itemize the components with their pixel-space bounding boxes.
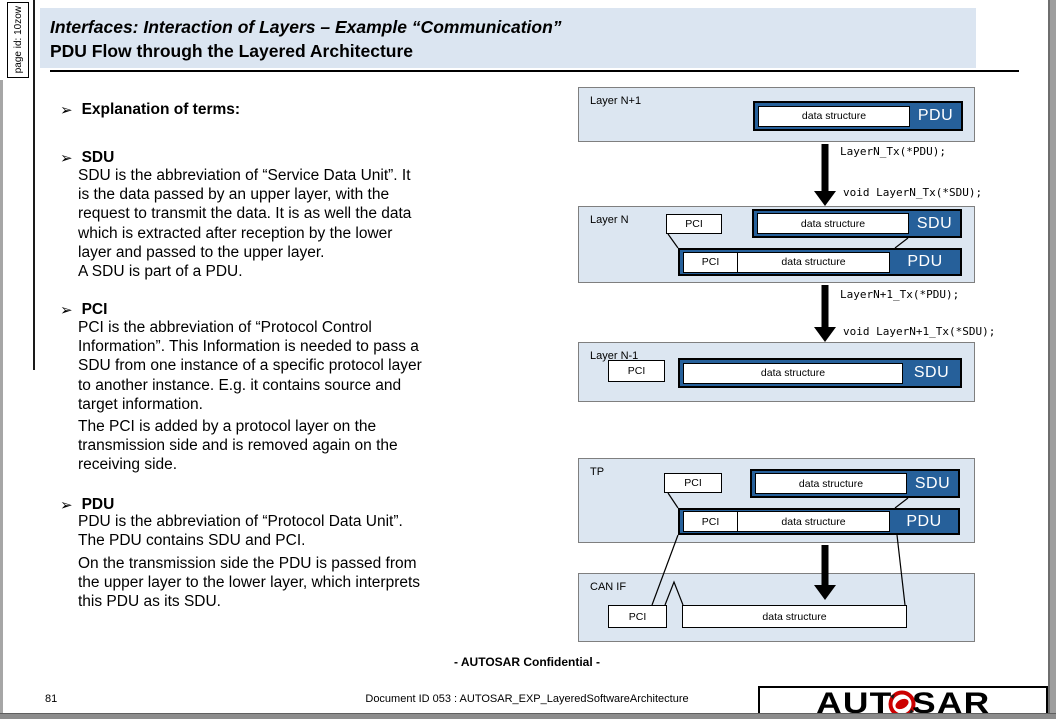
pci-box: PCI	[683, 251, 738, 273]
pdu-paragraph-1: PDU is the abbreviation of “Protocol Dat…	[78, 513, 403, 550]
data-structure-box: data structure	[682, 605, 907, 628]
sdu-heading-row: ➢ SDU	[60, 149, 114, 167]
flow-arrow-1	[814, 144, 836, 206]
window-right-edge[interactable]	[1048, 0, 1056, 719]
confidential-notice: - AUTOSAR Confidential -	[454, 655, 600, 669]
sdu-paragraph-2: A SDU is part of a PDU.	[78, 263, 243, 280]
can-if-label: CAN IF	[590, 581, 627, 593]
pci-box: PCI	[666, 214, 722, 234]
data-structure-box: data structure	[757, 213, 909, 234]
slide-header: Interfaces: Interaction of Layers – Exam…	[40, 8, 976, 68]
slide-title: Interfaces: Interaction of Layers – Exam…	[50, 17, 562, 37]
layer-n1-label: Layer N+1	[590, 95, 642, 107]
arrow-bullet-icon: ➢	[60, 150, 73, 167]
pdu-tag: PDU	[917, 107, 954, 124]
layer-n-sdu-frame: data structure SDU	[752, 209, 962, 238]
sdu-tag: SDU	[913, 364, 950, 381]
call-label-layern-tx-pdu: LayerN_Tx(*PDU);	[840, 145, 946, 158]
data-structure-box: data structure	[758, 105, 910, 127]
annotation-line	[33, 0, 35, 370]
pdu-tag: PDU	[906, 512, 942, 530]
sdu-paragraph-1: SDU is the abbreviation of “Service Data…	[78, 167, 412, 261]
call-label-layern1-tx-sdu: void LayerN+1_Tx(*SDU);	[843, 325, 996, 338]
document-id: Document ID 053 : AUTOSAR_EXP_LayeredSof…	[365, 693, 689, 705]
sdu-tag: SDU	[914, 474, 951, 492]
intro-heading-row: ➢ Explanation of terms:	[60, 101, 240, 119]
pdu-tag: PDU	[907, 253, 943, 270]
pdu-paragraph-2: On the transmission side the PDU is pass…	[78, 555, 421, 611]
pdu-flow-diagram: Layer N+1 data structure PDU Layer N PCI…	[578, 85, 995, 647]
pdu-heading-row: ➢ PDU	[60, 496, 114, 514]
pci-paragraph-2: The PCI is added by a protocol layer on …	[78, 418, 398, 474]
layer-n-pdu-frame: PCI data structure PDU	[678, 248, 962, 276]
tp-sdu-frame: data structure SDU	[750, 469, 960, 498]
sdu-tag: SDU	[916, 214, 953, 232]
pci-paragraph-1: PCI is the abbreviation of “Protocol Con…	[78, 319, 422, 413]
pci-box: PCI	[664, 473, 722, 493]
call-label-layern1-tx-pdu: LayerN+1_Tx(*PDU);	[840, 288, 960, 301]
pdu-term-heading: PDU	[81, 496, 115, 513]
pci-box: PCI	[608, 360, 665, 382]
layer-n-label: Layer N	[590, 214, 629, 226]
page-id-label: page id: 10zow	[12, 6, 24, 74]
data-structure-box: data structure	[755, 473, 907, 494]
page-number: 81	[45, 693, 58, 705]
call-label-layern-tx-sdu: void LayerN_Tx(*SDU);	[843, 186, 983, 199]
tp-pdu-frame: PCI data structure PDU	[678, 508, 960, 535]
data-structure-box: data structure	[737, 511, 890, 532]
layer-n1-pdu-frame: data structure PDU	[753, 101, 963, 131]
arrow-bullet-icon: ➢	[60, 497, 73, 514]
layer-n-minus1-label: Layer N-1	[590, 350, 639, 362]
pci-term-heading: PCI	[81, 301, 108, 318]
window-left-edge	[0, 80, 3, 719]
arrow-bullet-icon: ➢	[60, 102, 73, 119]
sdu-term-heading: SDU	[81, 149, 115, 166]
flow-arrow-2	[814, 285, 836, 342]
page-id-annotation: page id: 10zow	[7, 2, 29, 78]
layer-n-minus1-sdu-frame: data structure SDU	[678, 358, 962, 388]
pci-box: PCI	[608, 605, 667, 628]
data-structure-box: data structure	[737, 251, 890, 273]
window-bottom-edge[interactable]	[0, 713, 1056, 719]
arrow-bullet-icon: ➢	[60, 302, 73, 319]
pci-box: PCI	[683, 511, 738, 532]
pci-heading-row: ➢ PCI	[60, 301, 107, 319]
tp-label: TP	[590, 466, 605, 478]
data-structure-box: data structure	[683, 362, 903, 384]
slide-subtitle: PDU Flow through the Layered Architectur…	[50, 41, 414, 61]
intro-heading: Explanation of terms:	[81, 101, 241, 118]
header-divider	[50, 70, 1019, 72]
